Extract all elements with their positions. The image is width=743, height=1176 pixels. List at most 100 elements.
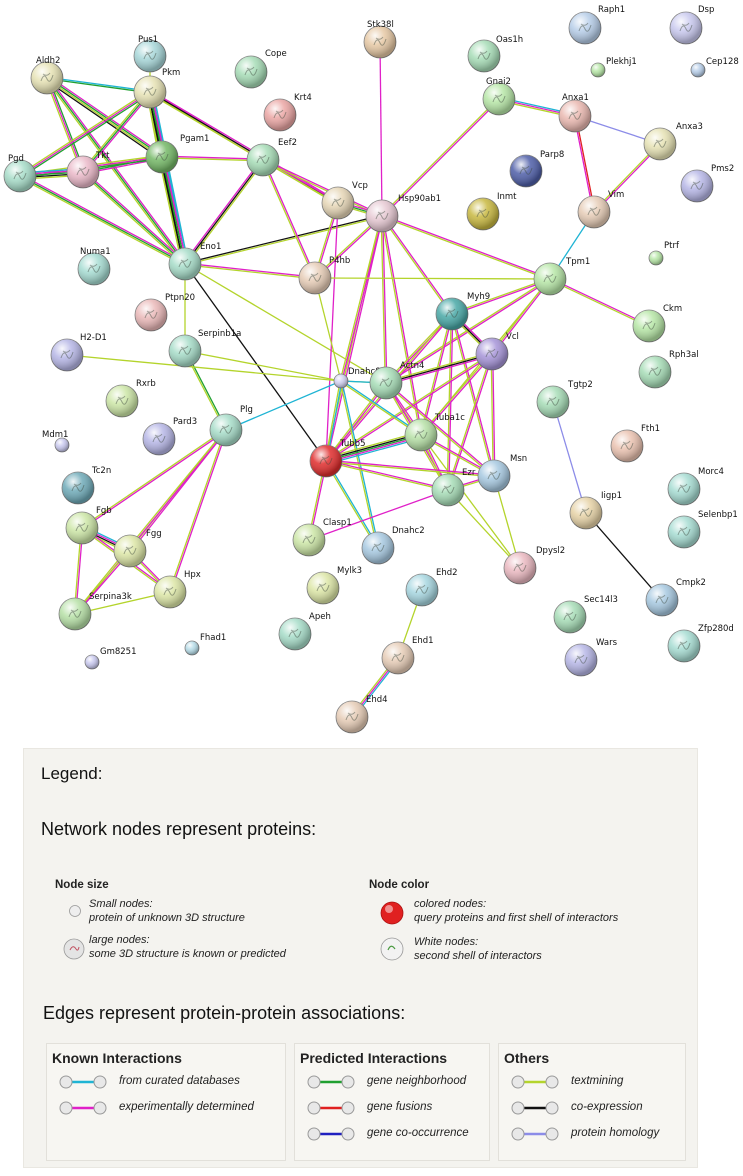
node-label: Ckm bbox=[663, 304, 682, 314]
node-cep128[interactable]: Cep128 bbox=[690, 57, 739, 78]
node-ptpn20[interactable]: Ptpn20 bbox=[134, 293, 195, 332]
node-h2-d1[interactable]: H2-D1 bbox=[50, 333, 107, 372]
node-stk38l[interactable]: Stk38l bbox=[363, 20, 397, 59]
node-dsp[interactable]: Dsp bbox=[669, 5, 714, 45]
node-ehd1[interactable]: Ehd1 bbox=[381, 636, 434, 675]
node-size-heading: Node size bbox=[55, 879, 109, 891]
node-gm8251[interactable]: Gm8251 bbox=[84, 647, 137, 670]
node-eef2[interactable]: Eef2 bbox=[246, 138, 297, 177]
node-cope[interactable]: Cope bbox=[234, 49, 287, 89]
node-tgtp2[interactable]: Tgtp2 bbox=[536, 380, 593, 419]
edge-actn4-msn bbox=[385, 381, 495, 478]
node-fth1[interactable]: Fth1 bbox=[610, 424, 660, 463]
legend-title: Legend: bbox=[41, 764, 103, 783]
node-iigp1[interactable]: Iigp1 bbox=[569, 491, 622, 530]
node-dnahc8[interactable]: Dnahc8 bbox=[333, 367, 381, 389]
node-oas1h[interactable]: Oas1h bbox=[467, 35, 523, 73]
edge-pkm-tkt bbox=[81, 90, 152, 174]
node-fgg[interactable]: Fgg bbox=[113, 529, 162, 568]
node-raph1[interactable]: Raph1 bbox=[568, 5, 625, 45]
node-tubb5[interactable]: Tubb5 bbox=[309, 439, 366, 478]
node-eno1[interactable]: Eno1 bbox=[168, 242, 221, 281]
node-ehd2[interactable]: Ehd2 bbox=[405, 568, 458, 607]
curated-edge-swatch bbox=[59, 1075, 107, 1089]
node-tkt[interactable]: Tkt bbox=[66, 151, 110, 189]
structure-glyph bbox=[152, 433, 166, 443]
node-apeh[interactable]: Apeh bbox=[278, 612, 331, 651]
node-gnai2[interactable]: Gnai2 bbox=[482, 77, 516, 116]
node-zfp280d[interactable]: Zfp280d bbox=[667, 624, 734, 663]
node-clasp1[interactable]: Clasp1 bbox=[292, 518, 352, 557]
node-wars[interactable]: Wars bbox=[564, 638, 618, 677]
node-anxa1[interactable]: Anxa1 bbox=[558, 93, 592, 133]
node-label: Parp8 bbox=[540, 150, 564, 160]
node-parp8[interactable]: Parp8 bbox=[509, 150, 564, 188]
edge-hsp90ab1-tpm1 bbox=[381, 214, 551, 281]
node-actn4[interactable]: Actn4 bbox=[369, 361, 424, 400]
node-vcp[interactable]: Vcp bbox=[321, 181, 368, 220]
experimental-edge-label: experimentally determined bbox=[119, 1101, 254, 1113]
node-ezr[interactable]: Ezr bbox=[431, 468, 476, 507]
node-serpinb1a[interactable]: Serpinb1a bbox=[168, 329, 241, 368]
node-plg[interactable]: Plg bbox=[209, 405, 253, 447]
node-inmt[interactable]: Inmt bbox=[466, 192, 517, 231]
node-label: Plekhj1 bbox=[606, 57, 637, 67]
node-tpm1[interactable]: Tpm1 bbox=[533, 257, 590, 296]
structure-glyph bbox=[219, 424, 233, 434]
node-hpx[interactable]: Hpx bbox=[153, 570, 201, 609]
node-mdm1[interactable]: Mdm1 bbox=[42, 430, 70, 453]
node-sec14l3[interactable]: Sec14l3 bbox=[553, 595, 618, 634]
node-mylk3[interactable]: Mylk3 bbox=[306, 566, 362, 605]
node-ehd4[interactable]: Ehd4 bbox=[335, 695, 388, 734]
structure-glyph bbox=[655, 594, 669, 604]
node-label: Vcp bbox=[352, 181, 368, 191]
node-plekhj1[interactable]: Plekhj1 bbox=[590, 57, 637, 78]
node-pus1[interactable]: Pus1 bbox=[133, 35, 167, 73]
node-ckm[interactable]: Ckm bbox=[632, 304, 682, 343]
node-vcl[interactable]: Vcl bbox=[475, 332, 519, 371]
node-selenbp1[interactable]: Selenbp1 bbox=[667, 510, 738, 549]
node-msn[interactable]: Msn bbox=[477, 454, 527, 493]
edge-plg-fgb bbox=[81, 428, 227, 530]
node-dnahc2[interactable]: Dnahc2 bbox=[361, 526, 425, 565]
edge-myh9-tuba1c bbox=[419, 313, 454, 436]
structure-glyph bbox=[68, 608, 82, 618]
node-fhad1[interactable]: Fhad1 bbox=[184, 633, 226, 656]
edge-tubb5-msn bbox=[325, 459, 495, 478]
node-dpysl2[interactable]: Dpysl2 bbox=[503, 546, 565, 585]
node-numa1[interactable]: Numa1 bbox=[77, 247, 111, 286]
colored-node-swatch bbox=[380, 901, 404, 925]
large-node-swatch bbox=[63, 938, 85, 960]
node-pgam1[interactable]: Pgam1 bbox=[145, 134, 209, 174]
node-rxrb[interactable]: Rxrb bbox=[105, 379, 156, 418]
structure-glyph bbox=[87, 263, 101, 273]
node-tuba1c[interactable]: Tuba1c bbox=[404, 413, 465, 452]
node-fgb[interactable]: Fgb bbox=[65, 506, 112, 545]
node-tc2n[interactable]: Tc2n bbox=[61, 466, 111, 505]
node-p4hb[interactable]: P4hb bbox=[298, 256, 350, 295]
node-krt4[interactable]: Krt4 bbox=[263, 93, 312, 132]
edge-vcl-msn bbox=[490, 353, 496, 477]
structure-glyph bbox=[319, 455, 333, 465]
node-pard3[interactable]: Pard3 bbox=[142, 417, 197, 456]
node-myh9[interactable]: Myh9 bbox=[435, 292, 490, 331]
node-hsp90ab1[interactable]: Hsp90ab1 bbox=[365, 194, 441, 233]
node-morc4[interactable]: Morc4 bbox=[667, 467, 724, 506]
node-pms2[interactable]: Pms2 bbox=[680, 164, 734, 203]
node-label: Morc4 bbox=[698, 467, 724, 477]
edge-aldh2-pgam1 bbox=[45, 75, 164, 160]
node-pgd[interactable]: Pgd bbox=[3, 154, 37, 193]
structure-glyph bbox=[391, 652, 405, 662]
node-ptrf[interactable]: Ptrf bbox=[648, 241, 680, 266]
edge-vcl-ezr bbox=[446, 353, 494, 491]
node-label: Cope bbox=[265, 49, 287, 59]
node-label: Stk38l bbox=[367, 20, 394, 30]
node-rph3al[interactable]: Rph3al bbox=[638, 350, 699, 389]
node-aldh2[interactable]: Aldh2 bbox=[30, 56, 64, 95]
node-pkm[interactable]: Pkm bbox=[133, 68, 180, 109]
node-anxa3[interactable]: Anxa3 bbox=[643, 122, 703, 161]
large-node-text: large nodes: some 3D structure is known … bbox=[89, 933, 286, 961]
node-cmpk2[interactable]: Cmpk2 bbox=[645, 578, 706, 617]
node-vim[interactable]: Vim bbox=[577, 190, 624, 229]
node-serpina3k[interactable]: Serpina3k bbox=[58, 592, 132, 631]
